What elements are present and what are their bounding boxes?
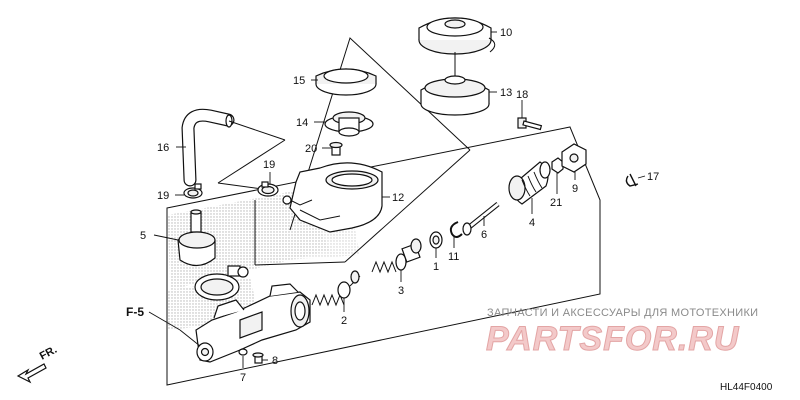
section-ref: F-5: [126, 305, 144, 319]
screw-8: [252, 352, 264, 364]
reservoir-diaphragm: [315, 68, 377, 96]
diagram-code: HL44F0400: [720, 382, 773, 393]
label-20: 20: [305, 143, 317, 155]
reservoir-cap: [418, 17, 496, 55]
front-direction-arrow: FR.: [16, 344, 59, 384]
plate: [324, 111, 374, 137]
hose-joint: [177, 209, 216, 267]
label-8: 8: [272, 355, 278, 367]
reservoir-hose: [181, 108, 286, 191]
watermark-tagline: ЗАПЧАСТИ И АКСЕССУАРЫ ДЛЯ МОТОТЕХНИКИ: [487, 307, 758, 319]
circlip: [449, 221, 463, 238]
front-label: FR.: [38, 344, 59, 363]
cap-plate: [420, 52, 490, 116]
watermark: ЗАПЧАСТИ И АКСЕССУАРЫ ДЛЯ МОТОТЕХНИКИ PA…: [486, 307, 759, 359]
label-11: 11: [448, 251, 459, 263]
seal-1: [429, 231, 443, 249]
label-4: 4: [529, 217, 535, 229]
push-rod-boot: [508, 161, 551, 205]
label-19-lower: 19: [157, 190, 169, 202]
hose-clip-upper: [257, 181, 279, 197]
bolt-18: [517, 117, 543, 131]
label-9: 9: [572, 183, 578, 195]
label-18: 18: [516, 89, 528, 101]
label-5: 5: [140, 230, 146, 242]
watermark-brand: PARTSFOR.RU: [486, 320, 740, 358]
label-7: 7: [240, 372, 246, 384]
push-rod: [462, 202, 500, 236]
label-10: 10: [500, 27, 512, 39]
assembly-frame: [166, 126, 601, 386]
leader-lines: [148, 31, 646, 368]
label-17: 17: [647, 171, 659, 183]
screw-20: [329, 141, 343, 156]
nut-21: [551, 157, 564, 174]
reservoir-body: [282, 162, 383, 233]
label-16: 16: [157, 142, 169, 154]
label-3: 3: [398, 285, 404, 297]
label-12: 12: [392, 192, 404, 204]
label-6: 6: [481, 229, 487, 241]
label-13: 13: [500, 87, 512, 99]
hose-clip-lower: [183, 183, 203, 199]
label-1: 1: [433, 261, 439, 273]
washer-7: [238, 348, 248, 356]
label-14: 14: [296, 117, 308, 129]
band-clamp: [194, 265, 249, 301]
cotter-pin: [625, 173, 639, 187]
part-labels: 10 13 15 14 20 12 16 19 19 5 7 8 2 3 1 1…: [140, 27, 659, 384]
clevis-joint: [561, 143, 587, 173]
piston-spring: [311, 270, 361, 307]
label-15: 15: [293, 75, 305, 87]
reservoir-frame: [254, 37, 471, 266]
label-2: 2: [341, 315, 347, 327]
label-19-upper: 19: [263, 159, 275, 171]
piston-set: [371, 238, 422, 274]
label-21: 21: [550, 197, 562, 209]
master-cylinder-body: [195, 283, 311, 363]
